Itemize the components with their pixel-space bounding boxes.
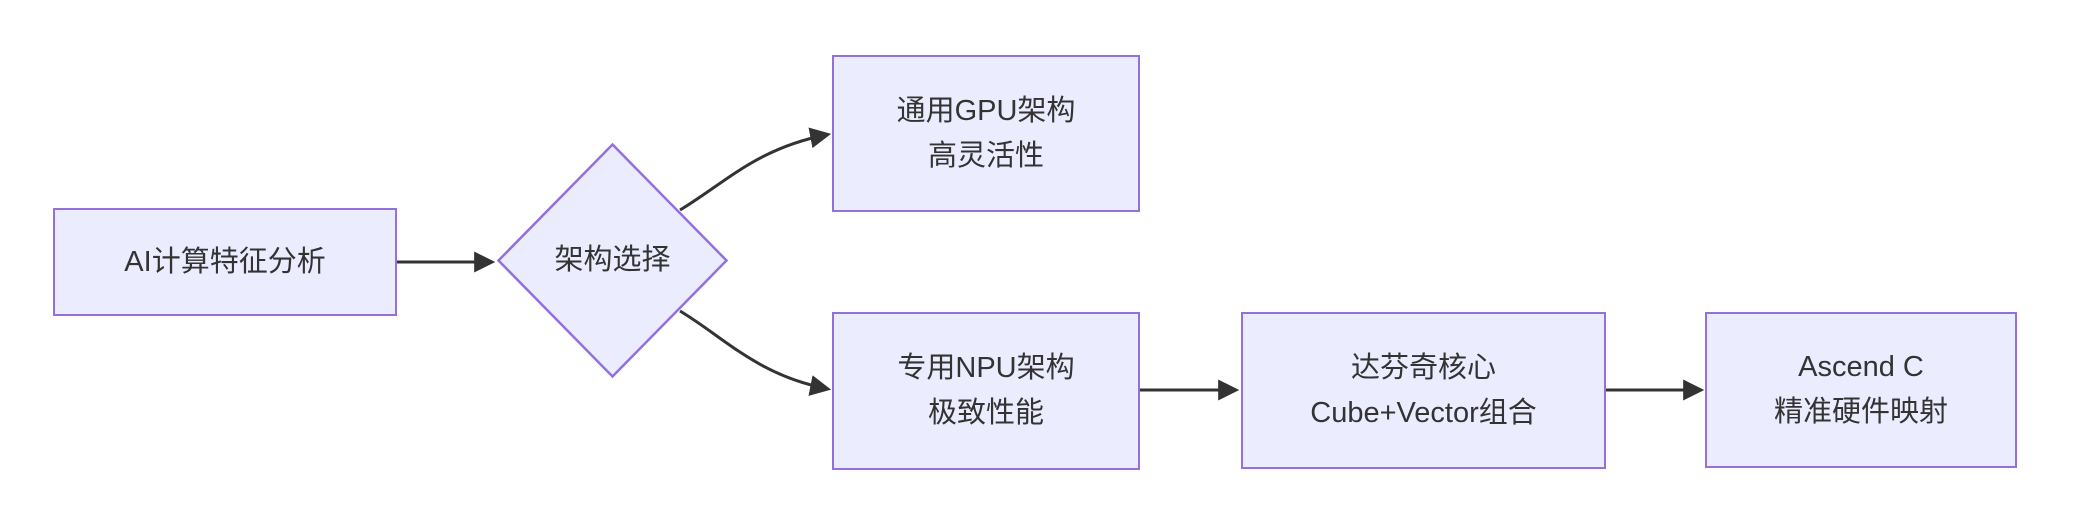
node-gpu-arch-line1: 通用GPU架构	[896, 94, 1076, 127]
node-davinci-core-line2: Cube+Vector组合	[1310, 396, 1537, 429]
node-npu-arch: 专用NPU架构 极致性能	[832, 312, 1140, 470]
node-davinci-core: 达芬奇核心 Cube+Vector组合	[1241, 312, 1606, 469]
edge-choice-to-gpu	[679, 127, 832, 212]
node-gpu-arch: 通用GPU架构 高灵活性	[832, 55, 1140, 212]
node-ascend-c-line2: 精准硬件映射	[1773, 396, 1948, 428]
node-ai-analysis: AI计算特征分析	[53, 208, 397, 316]
node-gpu-arch-line2: 高灵活性	[927, 139, 1044, 172]
edge-choice-to-npu	[679, 309, 832, 396]
node-arch-choice-label: 架构选择	[554, 244, 671, 276]
node-ascend-c-line1: Ascend C	[1798, 351, 1924, 383]
node-ai-analysis-label: AI计算特征分析	[124, 245, 326, 278]
node-npu-arch-line2: 极致性能	[927, 397, 1044, 429]
decision-diamond-shape	[496, 142, 729, 379]
node-davinci-core-line1: 达芬奇核心	[1350, 351, 1496, 384]
node-arch-choice: 架构选择	[497, 143, 728, 378]
node-ascend-c: Ascend C 精准硬件映射	[1705, 312, 2017, 468]
node-npu-arch-line1: 专用NPU架构	[897, 352, 1075, 384]
